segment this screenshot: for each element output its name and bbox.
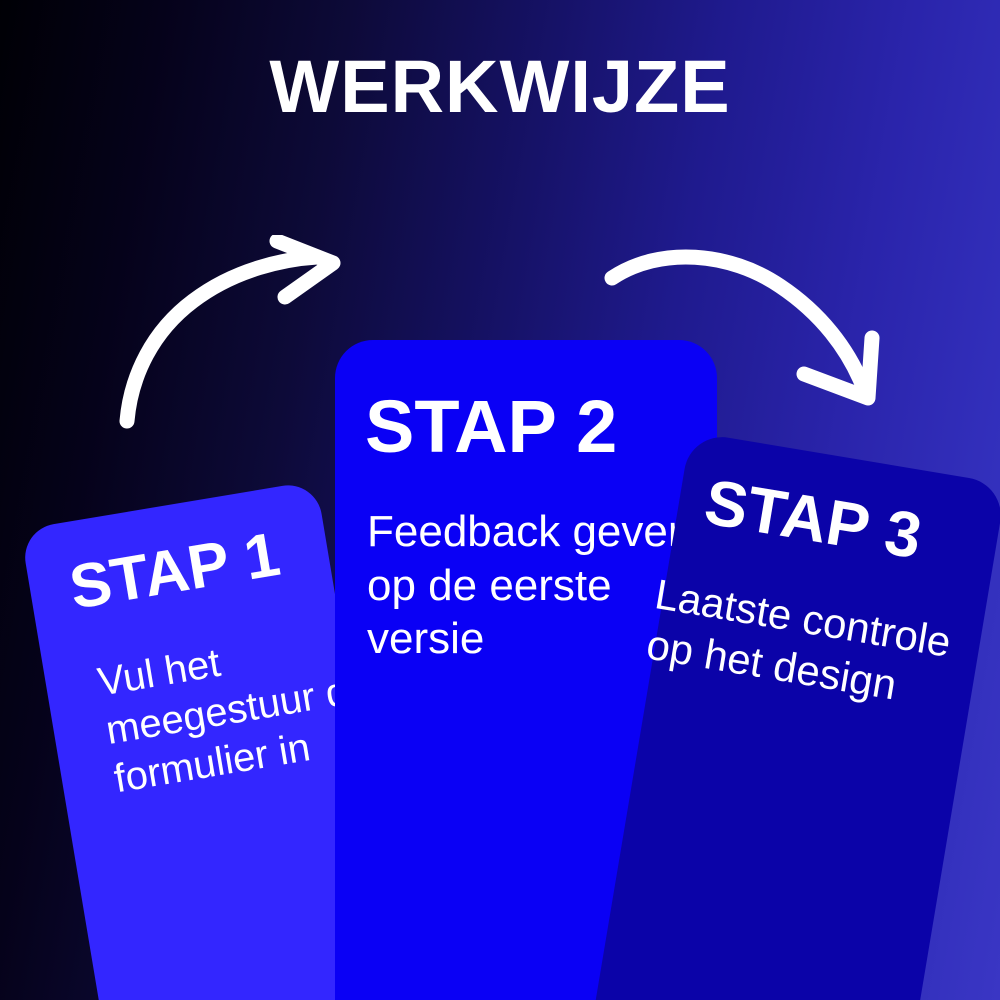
step-card-3-body: Laatste controle op het design (643, 570, 955, 709)
step-card-3-heading: STAP 3 (699, 465, 927, 573)
step-card-1-heading: STAP 1 (64, 519, 285, 623)
page-title: WERKWIJZE (269, 45, 731, 128)
curved-arrow-right-icon (95, 233, 365, 440)
step-card-2-body: Feedback geven op de eerste versie (367, 507, 693, 664)
curved-arrow-down-icon (590, 238, 890, 428)
step-card-2-heading: STAP 2 (365, 385, 618, 468)
